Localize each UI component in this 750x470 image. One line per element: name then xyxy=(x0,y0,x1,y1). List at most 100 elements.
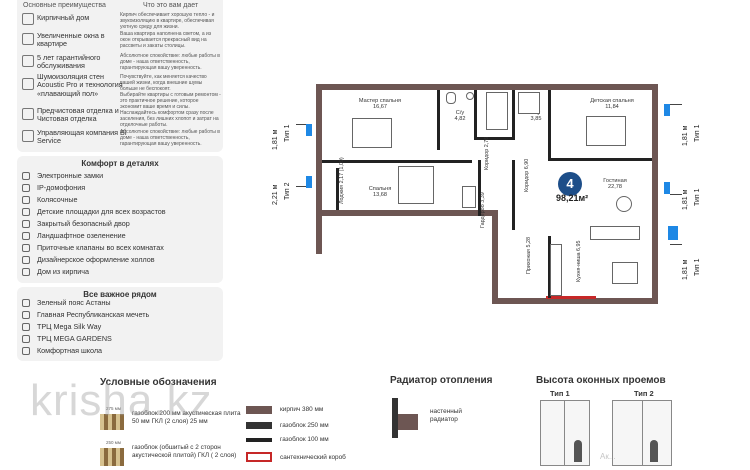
room-area: 6,95 xyxy=(576,240,582,251)
window-size: 1,81 м xyxy=(272,129,279,150)
shower xyxy=(518,92,540,114)
list-item: IP-домофония xyxy=(22,183,222,194)
window-size: 1,81 м xyxy=(682,189,689,210)
legend-item: сантехнический короб xyxy=(280,454,346,461)
window-size-label: 1,81 м xyxy=(682,126,689,146)
legend-item: газоблок 200 мм акустическая плита 50 мм… xyxy=(132,410,241,425)
advantage-title: Кирпичный дом xyxy=(37,13,90,22)
advantage-desc: Выбирайте квартиры с готовым ремонтом - … xyxy=(120,92,221,128)
playground-icon xyxy=(22,208,30,216)
watermark-logo: krisha.kz xyxy=(30,376,213,425)
bed xyxy=(398,166,434,204)
comfort-title: Комфорт в деталях xyxy=(81,159,159,168)
list-item-label: ТРЦ MEGA GARDENS xyxy=(37,334,112,343)
sanitary-box-swatch xyxy=(246,452,272,462)
room-area: 2,76 xyxy=(484,136,490,148)
legend-item: кирпич 380 мм xyxy=(280,406,324,413)
room-label: Коридор 6,90 xyxy=(524,159,530,192)
legend-item: газоблок 100 мм xyxy=(280,436,329,443)
room-name: Лоджия xyxy=(339,184,345,204)
list-item-label: Приточные клапаны во всех комнатах xyxy=(37,243,164,252)
list-item-label: Дом из кирпича xyxy=(37,267,89,276)
stroller-icon xyxy=(22,196,30,204)
comfort-panel: Комфорт в деталях Электронные замки IP-д… xyxy=(17,156,223,283)
gasblock-100-swatch xyxy=(246,438,272,442)
window-type-label: Тип 1 xyxy=(694,188,701,206)
radiator-icon xyxy=(664,182,670,194)
interior-wall xyxy=(322,160,472,163)
advantage-title: Предчистовая отделка и Чистовая отделка xyxy=(37,106,119,124)
room-area: 5,28 xyxy=(526,237,532,248)
nearby-title: Все важное рядом xyxy=(83,290,157,299)
advantage-desc: Абсолютное спокойствие: любые работы в д… xyxy=(120,129,220,147)
radiator-icon xyxy=(398,414,418,430)
window-type-label: Тип 2 xyxy=(634,389,654,398)
sound-icon xyxy=(22,78,34,90)
room-name: С/у xyxy=(455,110,465,116)
room-area: 2,17 (1,09) xyxy=(339,157,345,184)
radiator-icon xyxy=(668,226,678,240)
vent-icon xyxy=(22,244,30,252)
advantages-panel: Основные преимущества Что это вам дает К… xyxy=(17,0,223,152)
intercom-icon xyxy=(22,184,30,192)
list-item: Электронные замки xyxy=(22,171,222,182)
interior-wall xyxy=(512,160,515,230)
room-name: Детская спальня xyxy=(590,98,634,104)
acoustic-wall-swatch xyxy=(100,448,124,466)
bathtub xyxy=(486,92,508,130)
exterior-wall xyxy=(316,210,496,216)
list-item-label: Зеленый пояс Астаны xyxy=(37,298,111,307)
window-size-label: 1,81 м xyxy=(682,190,689,210)
brick-wall-swatch xyxy=(246,406,272,414)
list-item: Дом из кирпича xyxy=(22,267,222,278)
legend-size: 250 мм xyxy=(106,440,121,445)
legend-item: газоблок 250 мм xyxy=(280,422,329,429)
list-item-label: Комфортная школа xyxy=(37,346,103,355)
exterior-wall xyxy=(316,84,322,254)
lock-icon xyxy=(22,172,30,180)
list-item: ТРЦ Mega Silk Way xyxy=(22,322,222,333)
coffee-table xyxy=(616,196,632,212)
room-label: Лоджия 2,17 (1,09) xyxy=(339,157,345,204)
dimension-tick xyxy=(670,244,682,245)
list-item: Закрытый безопасный двор xyxy=(22,219,222,230)
interior-wall xyxy=(548,236,551,298)
window-type-label: Тип 1 xyxy=(550,389,570,398)
radiator-wall-swatch xyxy=(392,398,398,438)
window-type-label: Тип 2 xyxy=(284,182,291,200)
person-silhouette-icon xyxy=(650,440,658,462)
sofa xyxy=(590,226,640,240)
room-label: Кухня-ниша 6,95 xyxy=(576,240,582,282)
paint-roller-icon xyxy=(22,108,34,120)
list-item-label: Закрытый безопасный двор xyxy=(37,219,130,228)
list-item-label: Дизайнерское оформление холлов xyxy=(37,255,155,264)
list-item-label: ТРЦ Mega Silk Way xyxy=(37,322,102,331)
room-area: 16,67 xyxy=(373,104,387,111)
radiator-icon xyxy=(306,124,312,136)
rooms-count-badge: 4 xyxy=(558,172,582,196)
window-size-label: 2,21 м xyxy=(272,185,279,205)
shield-icon xyxy=(22,220,30,228)
dimension-tick xyxy=(296,124,306,125)
window-size: 1,81 м xyxy=(682,259,689,280)
window-type: Тип 1 xyxy=(694,258,701,276)
window-heights-title: Высота оконных проемов xyxy=(536,375,666,386)
dimension-tick xyxy=(670,104,682,105)
list-item: Дизайнерское оформление холлов xyxy=(22,255,222,266)
bed xyxy=(586,116,626,146)
dining-table xyxy=(612,262,638,284)
window-type: Тип 1 xyxy=(694,124,701,142)
room-area: 6,90 xyxy=(524,158,530,170)
room-name: Коридор xyxy=(484,148,490,170)
room-name: Гардероб xyxy=(480,204,486,228)
room-area: 22,78 xyxy=(608,184,622,191)
window-type1-drawing xyxy=(540,400,590,466)
school-icon xyxy=(22,347,30,355)
window-size-label: 1,81 м xyxy=(682,260,689,280)
room-area: 3,39 xyxy=(480,192,486,203)
